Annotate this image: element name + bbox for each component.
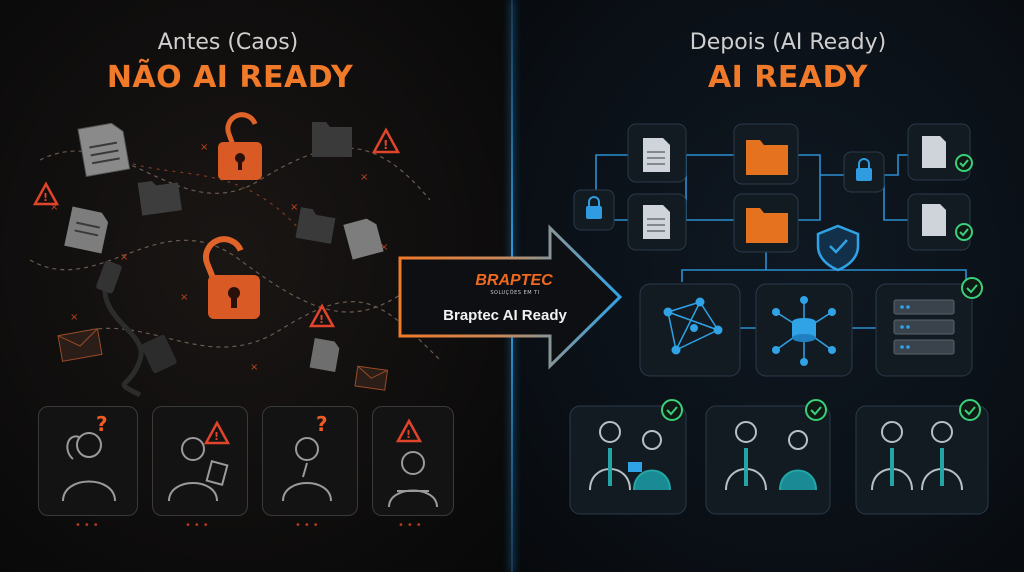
arrow-label: Braptec AI Ready [443,307,567,324]
thinking-person-icon [282,437,332,502]
x-mark: × [50,202,58,213]
document-icon [64,206,109,254]
x-mark: × [180,292,188,303]
confused-person-icon [62,432,116,502]
x-mark: × [200,142,208,153]
document-icon [309,337,340,373]
decorative-dots: ••• [185,520,212,531]
person-with-tablet-icon: ! [168,420,231,502]
svg-text:!: ! [319,313,324,326]
warning-icon: ! [32,181,60,206]
svg-text:!: ! [406,428,411,441]
transformation-arrow [390,222,630,372]
usb-drive-icon [141,334,177,374]
left-title: NÃO AI READY [106,60,354,95]
x-mark: × [380,242,388,253]
svg-text:!: ! [383,138,388,152]
x-mark: × [120,252,128,263]
thinking-person-card [262,406,358,516]
decorative-dots: ••• [398,520,425,531]
document-icon [343,218,384,260]
usb-drive-icon [96,260,122,294]
x-mark: × [250,362,258,373]
envelope-icon [354,365,389,391]
braptec-logo: BRAPTEC [475,272,553,289]
envelope-icon [57,328,103,362]
folder-icon [312,122,352,157]
folder-icon [295,207,336,244]
folder-icon [137,181,182,216]
svg-text:!: ! [214,430,219,443]
question-mark: ? [96,412,108,436]
cable [102,269,144,398]
arrow-shape [398,224,623,370]
confused-person-card [38,406,138,516]
braptec-tagline: SOLUÇÕES EM TI [490,290,540,296]
open-padlock-icon [218,112,262,180]
document-icon [77,122,131,178]
warning-icon: ! [371,127,401,154]
right-subtitle: Depois (AI Ready) [689,30,887,55]
right-title: AI READY [707,60,869,95]
chaos-illustration: ×× ×× ×× ×× ×× [29,112,441,398]
decorative-dots: ••• [295,520,322,531]
x-mark: × [360,172,368,183]
question-mark: ? [316,412,328,436]
warning-icon [203,420,231,445]
svg-text:!: ! [43,191,48,204]
worried-person-card: ! [152,406,248,516]
warning-icon [395,418,423,443]
arms-crossed-person-icon: ! [388,418,438,508]
x-mark: × [70,312,78,323]
x-mark: × [290,202,298,213]
open-padlock-icon [203,236,260,319]
dashed-path [59,301,441,361]
arms-crossed-person-card: ! [372,406,454,516]
left-subtitle: Antes (Caos) [157,30,299,55]
decorative-dots: ••• [75,520,102,531]
warning-icon: ! [308,303,336,328]
